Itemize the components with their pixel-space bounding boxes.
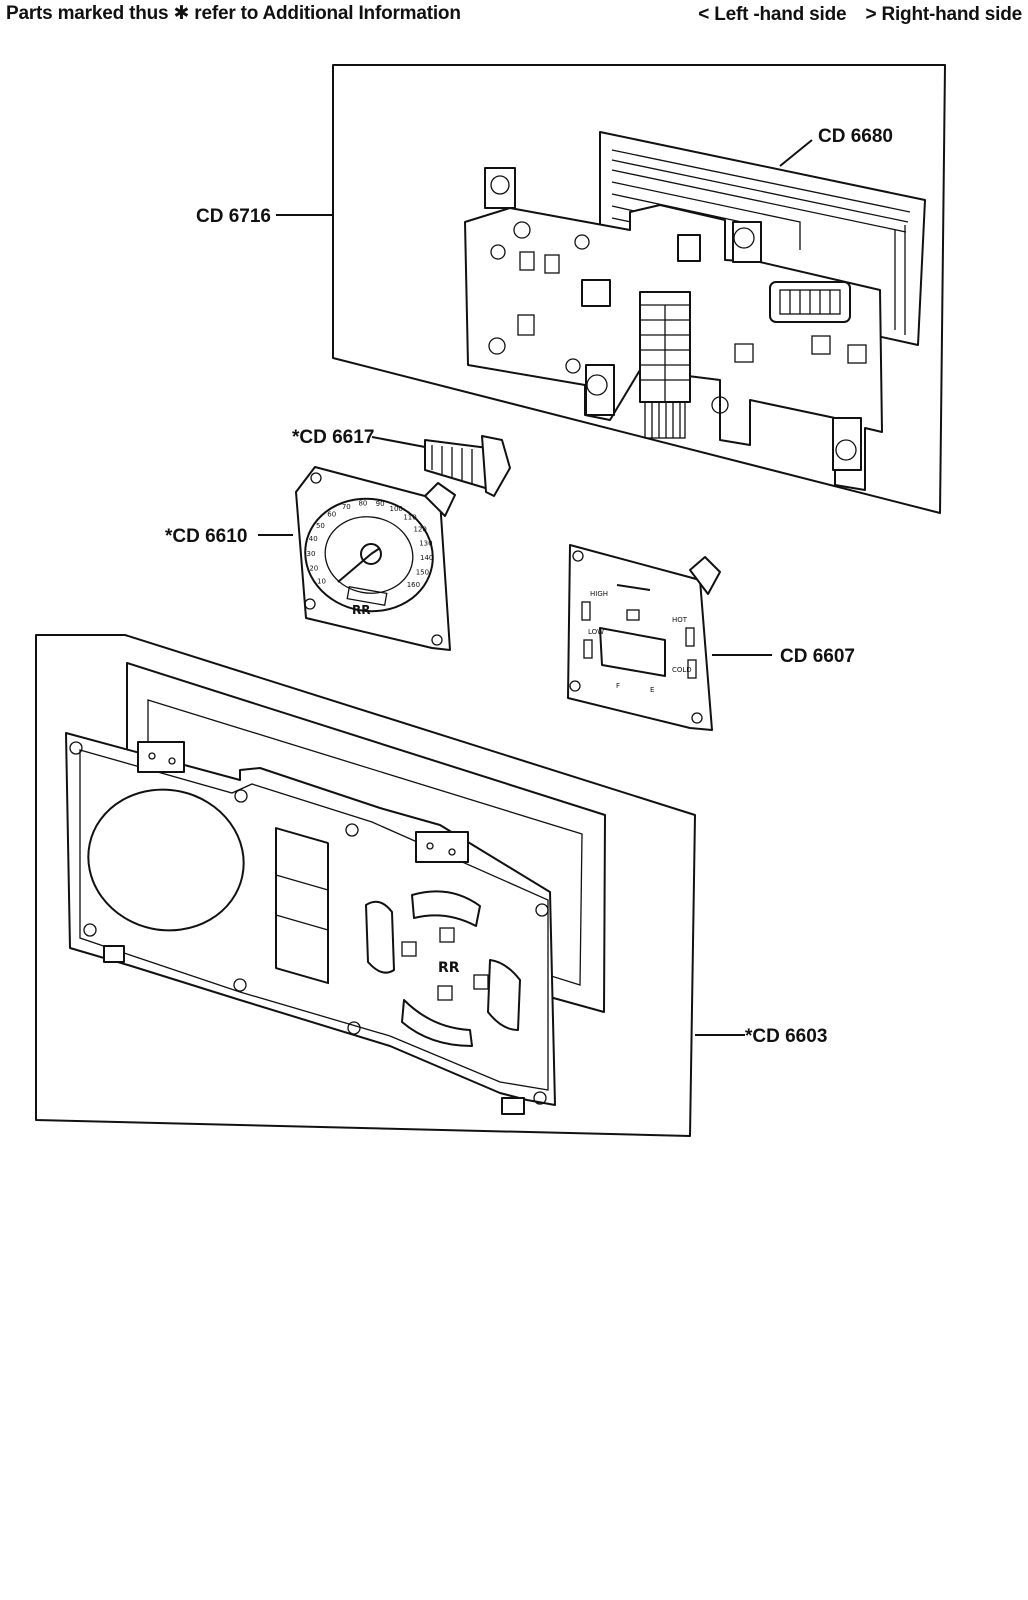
- callout-cd-6680: CD 6680: [818, 126, 893, 147]
- callout-cd-6603: *CD 6603: [745, 1026, 827, 1047]
- speedo-scale-label: 90: [376, 500, 385, 508]
- fascia-panel: RR *CD 6603: [35, 634, 827, 1137]
- bulb-holder-assembly: *CD 6617: [292, 427, 511, 497]
- instrument-bezel: RR: [65, 732, 556, 1115]
- side-legend: < Left -hand side > Right-hand side: [698, 4, 1022, 26]
- speedo-scale-label: 70: [342, 503, 351, 511]
- callout-cd-6617: *CD 6617: [292, 427, 374, 448]
- speedo-scale-label: 160: [407, 581, 420, 589]
- callout-cd-6607: CD 6607: [780, 646, 855, 667]
- speedo-scale-label: 30: [307, 550, 316, 558]
- left-hand-side-legend: < Left -hand side: [698, 4, 847, 25]
- speedo-scale-label: 120: [414, 526, 427, 534]
- gauge-label-f: F: [616, 682, 620, 690]
- speedo-scale-label: 100: [390, 505, 403, 513]
- speedo-scale-label: 20: [309, 565, 318, 573]
- circuit-board-panel: CD 6680 CD 6716: [196, 64, 946, 514]
- front-circuit-board: [464, 167, 883, 491]
- callout-cd-6610: *CD 6610: [165, 526, 247, 547]
- speedo-scale-label: 130: [419, 540, 432, 548]
- gauge-label-hot: HOT: [672, 616, 688, 624]
- right-hand-side-legend: > Right-hand side: [865, 4, 1022, 25]
- speedo-scale-label: 140: [420, 554, 433, 562]
- speedo-scale-label: 110: [403, 514, 416, 522]
- speedo-scale-label: 60: [327, 511, 336, 519]
- fuel-temperature-gauge: HIGH LOW HOT COLD F E CD 6607: [567, 544, 855, 731]
- speedo-scale-label: 150: [416, 569, 429, 577]
- gauge-label-e: E: [650, 686, 654, 694]
- page-header: Parts marked thus ✱ refer to Additional …: [0, 0, 1028, 30]
- bezel-rr-logo: RR: [438, 960, 460, 976]
- speedo-scale-label: 50: [316, 522, 325, 530]
- gauge-label-low: LOW: [588, 628, 604, 636]
- gauge-label-cold: COLD: [672, 666, 692, 674]
- rr-logo: RR: [352, 603, 370, 617]
- gauge-label-high: HIGH: [590, 590, 608, 598]
- speedo-scale-label: 80: [358, 499, 367, 507]
- callout-cd-6716: CD 6716: [196, 206, 271, 227]
- warning-lamp-strip: [639, 291, 691, 439]
- additional-info-note: Parts marked thus ✱ refer to Additional …: [6, 3, 461, 24]
- speedo-scale-label: 40: [309, 535, 318, 543]
- speedo-scale-label: 10: [317, 578, 326, 586]
